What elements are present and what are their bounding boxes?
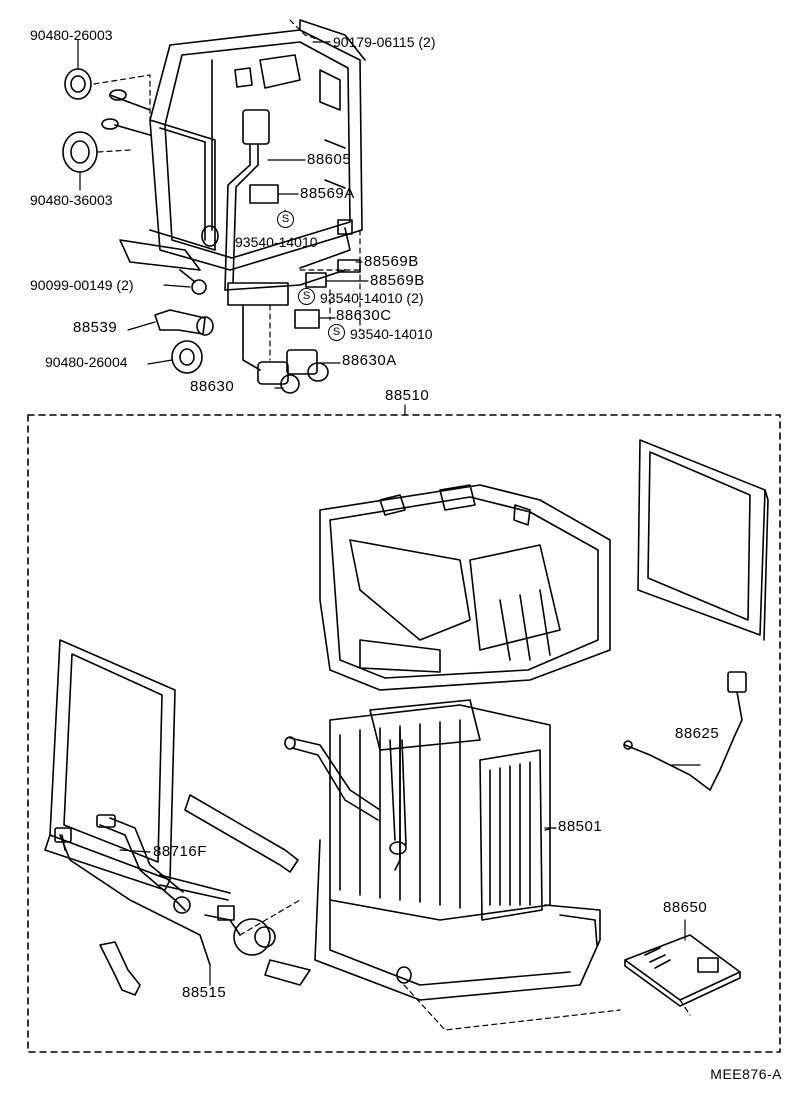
label-88625: 88625 [675, 725, 720, 742]
amplifier-board-88650 [624, 934, 741, 1007]
assembly-88510-frame [27, 414, 781, 1053]
thermistor-88625 [623, 671, 747, 791]
label-93540-14010-a: 93540-14010 [235, 234, 318, 250]
clip-88569B-b [305, 272, 327, 288]
upper-guide-lines [93, 19, 361, 361]
label-90480-36003: 90480-36003 [30, 192, 113, 208]
filter-frame-right [637, 439, 769, 641]
drain-hose [184, 794, 299, 873]
screw-symbol-b: S [298, 288, 315, 305]
screw-symbol-a: S [277, 211, 294, 228]
screw-symbol-c: S [328, 324, 345, 341]
thermistor-88630 [242, 304, 300, 394]
bracket-88569A [249, 184, 279, 204]
filter-frame-left [44, 639, 176, 891]
label-88515: 88515 [182, 984, 227, 1001]
label-88650: 88650 [663, 899, 708, 916]
label-88569B-a: 88569B [364, 253, 419, 270]
bolt-90099-00149 [179, 269, 207, 295]
label-88510: 88510 [385, 387, 430, 404]
grommet-90480-26003 [64, 68, 92, 100]
label-90179-06115: 90179-06115 (2) [333, 34, 436, 50]
grommet-90480-26004 [171, 340, 203, 374]
label-88630A: 88630A [342, 352, 397, 369]
drain-elbow [99, 941, 141, 996]
lower-guide-lines [239, 827, 691, 1031]
wire-harness-88605 [224, 109, 353, 306]
bracket-88630C [294, 309, 320, 329]
label-93540-14010-c: 93540-14010 [350, 326, 433, 342]
label-88630C: 88630C [336, 307, 392, 324]
label-88630: 88630 [190, 378, 235, 395]
leader-lines [77, 39, 701, 986]
pipe-88716F [96, 814, 231, 914]
evaporator-case-lower [264, 839, 601, 1001]
upper-case-housing [149, 19, 366, 271]
label-90099-00149: 90099-00149 (2) [30, 277, 134, 293]
grommet-90480-36003 [62, 131, 98, 173]
upper-pipes [101, 89, 219, 271]
label-88569A: 88569A [300, 185, 355, 202]
figure-code: MEE876-A [710, 1066, 782, 1082]
label-90480-26004: 90480-26004 [45, 354, 128, 370]
hose-88539 [154, 309, 214, 336]
label-88569B-b: 88569B [370, 272, 425, 289]
expansion-valve-88515 [54, 827, 276, 966]
label-93540-14010-b: 93540-14010 (2) [320, 290, 424, 306]
evaporator-case-upper [319, 484, 611, 691]
label-90480-26003: 90480-26003 [30, 27, 113, 43]
label-88605: 88605 [307, 151, 352, 168]
label-88716F: 88716F [153, 843, 207, 860]
label-88539: 88539 [73, 319, 118, 336]
label-88501: 88501 [558, 818, 603, 835]
refrigerant-pipes [284, 736, 407, 855]
relay-88630A [286, 349, 329, 382]
